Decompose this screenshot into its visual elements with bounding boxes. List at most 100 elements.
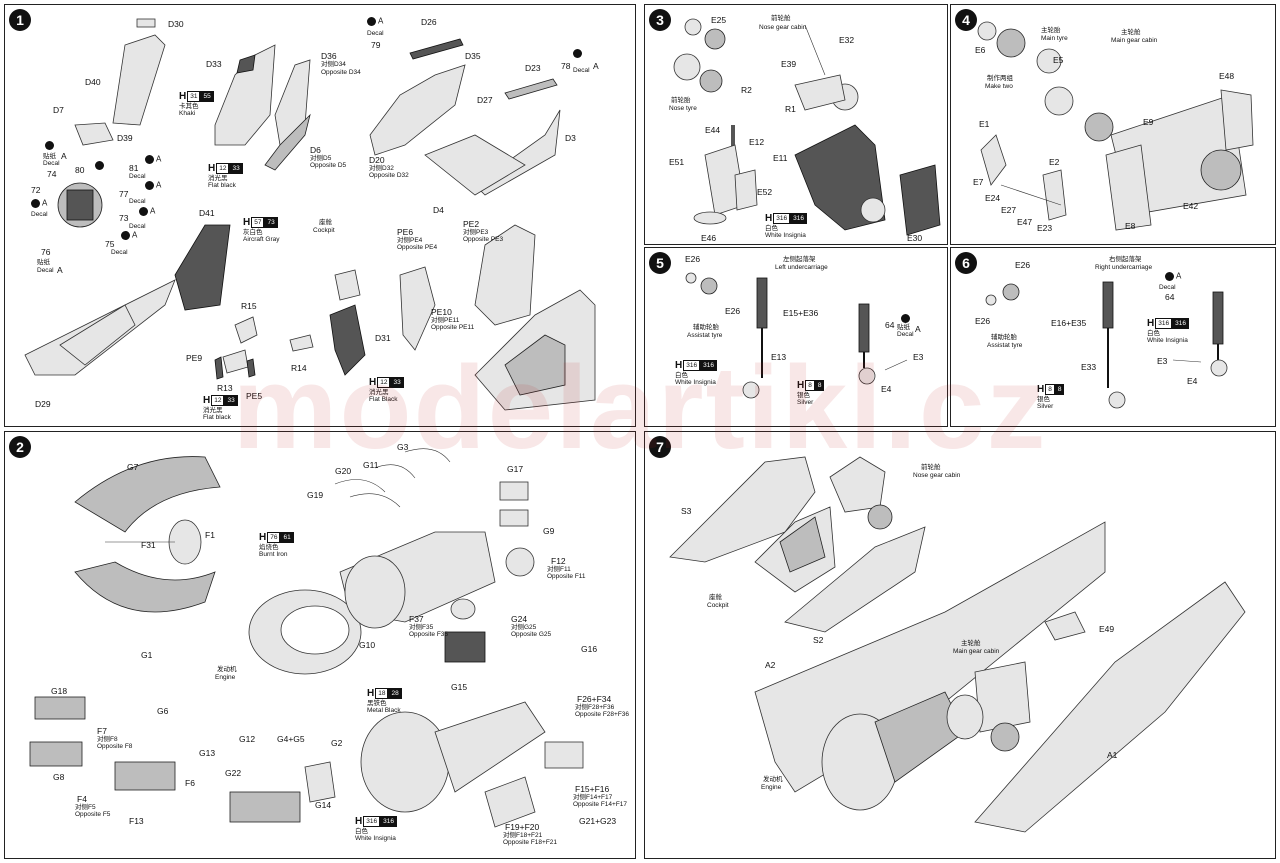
part-g20: G20 [335, 466, 352, 476]
color-white-5: White Insignia [675, 379, 716, 386]
color-white-cn-6: 白色 [1147, 330, 1160, 337]
part-e2: E2 [1049, 157, 1060, 167]
note-f19-opp: Opposite F18+F21 [503, 839, 558, 846]
part-g11: G11 [363, 460, 379, 470]
part-e25: E25 [711, 15, 727, 25]
part-g21-g23: G21+G23 [579, 816, 617, 826]
note-pe10-opp: Opposite PE11 [431, 324, 475, 331]
part-e1: E1 [979, 119, 990, 129]
color-flatblack-3: Flat Black [369, 396, 398, 403]
part-e7: E7 [973, 177, 984, 187]
color-flatblack-2: Flat black [203, 414, 231, 421]
note-f4-opp: Opposite F5 [75, 811, 111, 818]
decal-77: A [145, 181, 161, 190]
color-grey-cn: 灰白色 [243, 229, 263, 236]
color-white-6: White Insignia [1147, 337, 1188, 344]
decal-icon [901, 314, 910, 323]
color-flatblack-cn-3: 消光黑 [369, 389, 389, 396]
decal-64: A [1165, 272, 1181, 281]
part-e3: E3 [913, 352, 924, 362]
cockpit-cn: 座舱 [709, 594, 722, 601]
decal-79-label: Decal [367, 30, 384, 37]
color-white-cn-2: 白色 [355, 828, 368, 835]
part-g18: G18 [51, 686, 68, 696]
step-6-panel: 6 E26 右侧起落架 Right undercarriage A Decal … [950, 247, 1276, 427]
color-white-cn-3: 白色 [765, 225, 778, 232]
assist: Assistat tyre [687, 332, 723, 339]
part-76: 76 [41, 247, 51, 257]
part-pe5: PE5 [246, 391, 263, 401]
part-e15-e36: E15+E36 [783, 308, 819, 318]
part-d36: D36 [321, 51, 337, 61]
main-cabin-cn: 主轮舱 [1121, 29, 1141, 36]
right-uc-cn: 右侧起落架 [1109, 256, 1142, 263]
nose-cabin: Nose gear cabin [913, 472, 961, 479]
decal-74-a: A [61, 151, 67, 161]
part-73: 73 [119, 213, 129, 223]
part-e26-a: E26 [685, 254, 701, 264]
part-g24: G24 [511, 614, 528, 624]
main-cabin: Main gear cabin [953, 648, 1000, 655]
decal-78 [573, 49, 584, 58]
part-e51: E51 [669, 157, 685, 167]
step-number: 3 [649, 9, 671, 31]
main-tyre: Main tyre [1041, 35, 1068, 42]
part-a1: A1 [1107, 750, 1118, 760]
color-metal-cn: 黑铁色 [367, 700, 387, 707]
part-g8: G8 [53, 772, 65, 782]
main-tyre-cn: 主轮胎 [1041, 27, 1061, 34]
decal-icon [145, 181, 154, 190]
color-silver-5: Silver [797, 399, 814, 406]
part-e30: E30 [907, 233, 923, 243]
note-pe6-opp: Opposite PE4 [397, 244, 438, 251]
decal-74-label: Decal [43, 160, 60, 167]
step-1-drawing [24, 18, 596, 411]
part-f13: F13 [129, 816, 144, 826]
part-g4-g5: G4+G5 [277, 734, 305, 744]
part-d6: D6 [310, 145, 321, 155]
step-6-drawing [985, 281, 1228, 409]
part-e42: E42 [1183, 201, 1199, 211]
part-74: 74 [47, 169, 57, 179]
part-g6: G6 [157, 706, 169, 716]
nose-cabin-cn: 前轮舱 [921, 464, 941, 471]
part-78: 78 [561, 61, 571, 71]
step-3-panel: 3 E25 前轮舱 Nose gear cabin E32 E39 R2 R1 … [644, 4, 948, 245]
note-f26-opp: Opposite F28+F36 [575, 711, 630, 718]
part-e26-b: E26 [975, 316, 991, 326]
step-4-panel: 4 E6 主轮胎 Main tyre 主轮舱 Main gear cabin E… [950, 4, 1276, 245]
step-2-drawing [29, 448, 584, 828]
part-e49: E49 [1099, 624, 1115, 634]
part-g10: G10 [359, 640, 376, 650]
color-burnt-cn: 焰烧色 [259, 544, 279, 551]
note-pe2-opp: Opposite PE3 [463, 236, 504, 243]
cockpit-cn: 座舱 [319, 219, 332, 226]
part-s3: S3 [681, 506, 692, 516]
decal-75-label: Decal [111, 249, 128, 256]
note-f37-opp: Opposite F35 [409, 631, 449, 638]
decal-64-a: A [915, 324, 921, 334]
decal-icon [1165, 272, 1174, 281]
part-e44: E44 [705, 125, 721, 135]
color-khaki-cn: 卡其色 [179, 103, 199, 110]
part-pe2: PE2 [463, 219, 480, 229]
part-f1: F1 [205, 530, 215, 540]
engine: Engine [761, 784, 782, 791]
decal-75: A [121, 231, 137, 240]
step-number: 7 [649, 436, 671, 458]
step-5-panel: 5 E26 左侧起落架 Left undercarriage E26 E15+E… [644, 247, 948, 427]
part-e6: E6 [975, 45, 986, 55]
part-d40: D40 [85, 77, 101, 87]
part-e46: E46 [701, 233, 717, 243]
step-number: 2 [9, 436, 31, 458]
part-g15: G15 [451, 682, 468, 692]
part-d30: D30 [168, 19, 184, 29]
part-d33: D33 [206, 59, 222, 69]
part-g9: G9 [543, 526, 555, 536]
part-e4: E4 [881, 384, 892, 394]
